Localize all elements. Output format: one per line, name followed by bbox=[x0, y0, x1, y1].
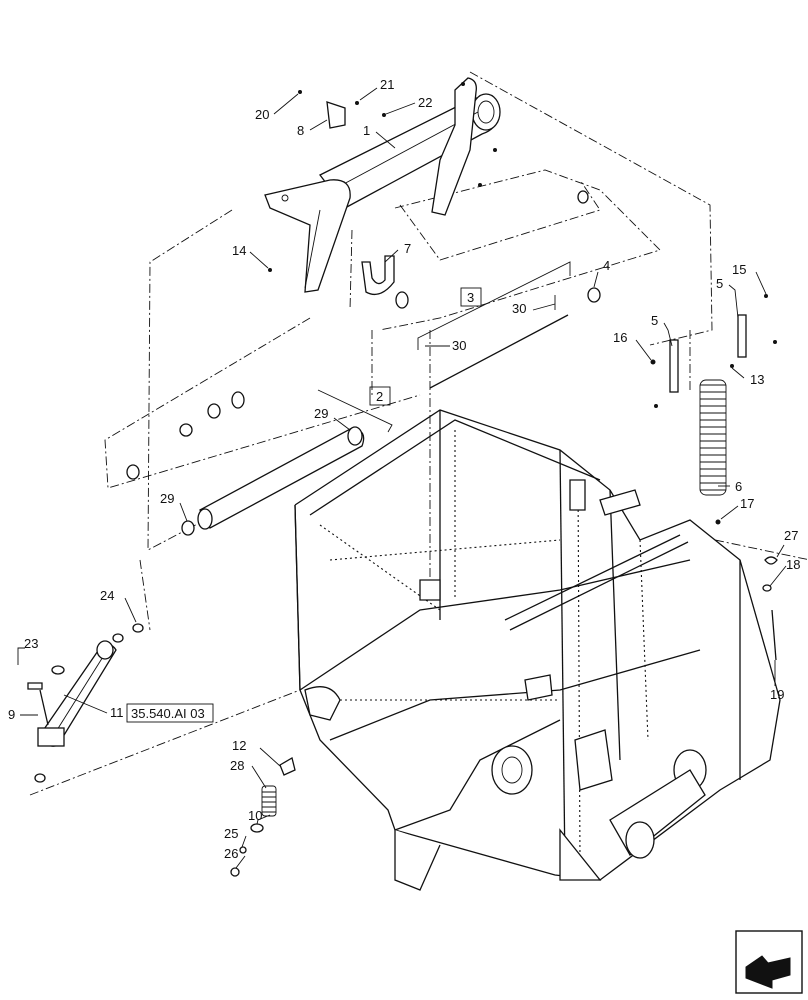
callout-20: 20 bbox=[255, 107, 269, 122]
callout-29b: 29 bbox=[160, 491, 174, 506]
callout-27: 27 bbox=[784, 528, 798, 543]
callout-14: 14 bbox=[232, 243, 246, 258]
callout-25: 25 bbox=[224, 826, 238, 841]
callout-18: 18 bbox=[786, 557, 800, 572]
baler-frame bbox=[294, 409, 781, 891]
boxed-callout-3: 3 bbox=[467, 290, 474, 305]
callout-9: 9 bbox=[8, 707, 15, 722]
spring-assembly bbox=[650, 294, 777, 525]
callout-30a: 30 bbox=[512, 301, 526, 316]
callout-19: 19 bbox=[770, 687, 784, 702]
callout-24: 24 bbox=[100, 588, 114, 603]
cross-reference-label[interactable]: 35.540.AI 03 bbox=[131, 706, 205, 721]
callout-10: 10 bbox=[248, 808, 262, 823]
roller-assembly bbox=[181, 389, 393, 536]
callout-16: 16 bbox=[613, 330, 627, 345]
cross-reference-box[interactable]: 35.540.AI 03 bbox=[126, 703, 214, 723]
rod-group bbox=[417, 261, 571, 389]
callout-13: 13 bbox=[750, 372, 764, 387]
callout-1: 1 bbox=[363, 123, 370, 138]
boxed-callouts: 2 3 bbox=[369, 287, 482, 406]
callout-22: 22 bbox=[418, 95, 432, 110]
right-bolt-set bbox=[762, 556, 778, 661]
callout-21: 21 bbox=[380, 77, 394, 92]
callout-15: 15 bbox=[732, 262, 746, 277]
callout-28: 28 bbox=[230, 758, 244, 773]
hydraulic-cylinder bbox=[27, 623, 144, 783]
callout-5b: 5 bbox=[651, 313, 658, 328]
callout-23: 23 bbox=[24, 636, 38, 651]
lower-spring-set bbox=[230, 757, 296, 877]
callout-17: 17 bbox=[740, 496, 754, 511]
callout-6: 6 bbox=[735, 479, 742, 494]
callout-4: 4 bbox=[603, 258, 610, 273]
callout-11: 11 bbox=[110, 705, 124, 720]
boxed-callout-2: 2 bbox=[376, 389, 383, 404]
callout-labels: 1 4 5 5 6 7 8 9 10 11 12 13 14 15 16 17 … bbox=[8, 77, 800, 861]
callout-7: 7 bbox=[404, 241, 411, 256]
callout-12: 12 bbox=[232, 738, 246, 753]
callout-29a: 29 bbox=[314, 406, 328, 421]
roller-mount-parts bbox=[126, 190, 601, 480]
callout-5a: 5 bbox=[716, 276, 723, 291]
callout-8: 8 bbox=[297, 123, 304, 138]
callout-30b: 30 bbox=[452, 338, 466, 353]
direction-arrow-icon[interactable] bbox=[735, 930, 803, 994]
leader-lines bbox=[17, 87, 787, 869]
assembly-guide-lines bbox=[29, 71, 808, 796]
pivot-tube-assembly bbox=[264, 77, 501, 293]
callout-26: 26 bbox=[224, 846, 238, 861]
